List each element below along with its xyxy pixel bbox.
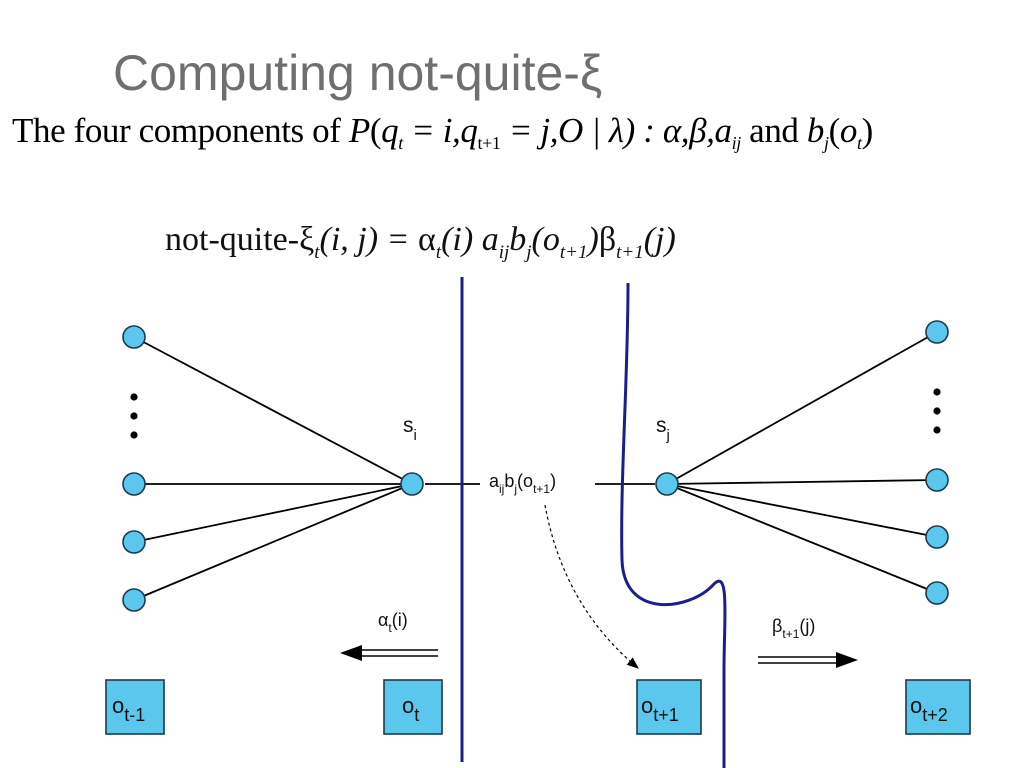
svg-text:ot: ot — [402, 693, 419, 725]
formula-b-arg-open: (o — [531, 221, 560, 258]
subtitle-t1: t+1 — [477, 133, 501, 153]
formula-beta: β — [598, 221, 617, 258]
edge-right-3 — [666, 483, 938, 538]
subtitle-greek: α,β,a — [662, 111, 732, 150]
label-si: si — [403, 414, 417, 444]
formula-args: (i, j) = — [319, 221, 418, 258]
slide-title: Computing not-quite-ξ — [113, 45, 603, 101]
subtitle-t2: t — [856, 133, 862, 153]
beta-label: βt+1(j) — [772, 616, 815, 641]
transition-label: aijbj(ot+1) — [489, 471, 556, 496]
subtitle-j: j — [823, 133, 829, 153]
left-edges — [133, 336, 413, 601]
observation-box-3: ot+1 — [636, 679, 702, 735]
subtitle-and: and — [740, 111, 807, 150]
edge-left-3 — [133, 483, 413, 543]
left-node-2 — [122, 472, 146, 496]
subtitle-q1: q — [381, 111, 399, 150]
observation-box-2: ot — [383, 679, 443, 735]
formula-alpha: α — [418, 221, 436, 258]
subtitle: The four components of P(qt = i,qt+1 = j… — [12, 111, 874, 153]
formula-b-arg-close: ) — [587, 221, 599, 258]
edge-left-4 — [133, 483, 413, 601]
left-node-1 — [122, 325, 146, 349]
svg-text:ot+1: ot+1 — [641, 693, 679, 725]
right-edges — [666, 331, 938, 594]
beta-arrow — [758, 652, 858, 668]
formula-alpha-arg: (i) — [441, 221, 482, 258]
right-node-1 — [925, 320, 949, 344]
svg-text:ot-1: ot-1 — [112, 693, 145, 725]
edge-right-2 — [666, 479, 938, 485]
subtitle-q2: q — [460, 111, 478, 150]
right-node-3 — [925, 525, 949, 549]
subtitle-P: P — [348, 111, 370, 150]
subtitle-prefix: The four components of — [12, 111, 349, 150]
left-node-4 — [122, 588, 146, 612]
formula-a-sub: ij — [498, 242, 510, 263]
right-node-2 — [925, 468, 949, 492]
emission-arrow — [544, 504, 639, 669]
formula: not-quite-ξt(i, j) = αt(i) aijbj(ot+1)βt… — [165, 220, 676, 263]
right-divider-curve — [620, 282, 727, 768]
edge-right-4 — [666, 483, 938, 594]
edge-left-1 — [133, 336, 413, 485]
formula-lhs-sub: t — [314, 242, 320, 263]
left-ellipsis — [130, 393, 138, 439]
formula-lhs: not-quite-ξ — [165, 221, 315, 258]
state-node-sj — [655, 472, 679, 496]
formula-a: a — [481, 221, 499, 258]
formula-b-arg-sub: t+1 — [559, 242, 588, 263]
left-node-3 — [122, 530, 146, 554]
formula-b-sub: j — [526, 242, 532, 263]
formula-b: b — [509, 221, 527, 258]
formula-beta-arg: (j) — [643, 221, 676, 258]
subtitle-o: o — [839, 111, 858, 150]
subtitle-eq-i: = i, — [402, 111, 461, 150]
right-ellipsis — [933, 388, 941, 434]
right-node-4 — [925, 581, 949, 605]
observation-box-1: ot-1 — [105, 679, 165, 735]
subtitle-close: ) — [861, 111, 874, 150]
state-node-si — [400, 472, 424, 496]
alpha-label: αt(i) — [378, 610, 408, 635]
observation-box-4: ot+2 — [905, 679, 971, 735]
subtitle-b: b — [806, 111, 825, 150]
subtitle-ij: ij — [731, 133, 742, 153]
edge-right-1 — [666, 331, 938, 485]
label-sj: sj — [656, 414, 670, 444]
formula-beta-sub: t+1 — [616, 242, 644, 263]
subtitle-eq-j: = j,O | λ) : — [500, 111, 663, 150]
subtitle-t: t — [398, 133, 403, 153]
alpha-arrow — [340, 645, 438, 661]
svg-text:ot+2: ot+2 — [910, 693, 948, 725]
formula-alpha-sub: t — [435, 242, 442, 263]
